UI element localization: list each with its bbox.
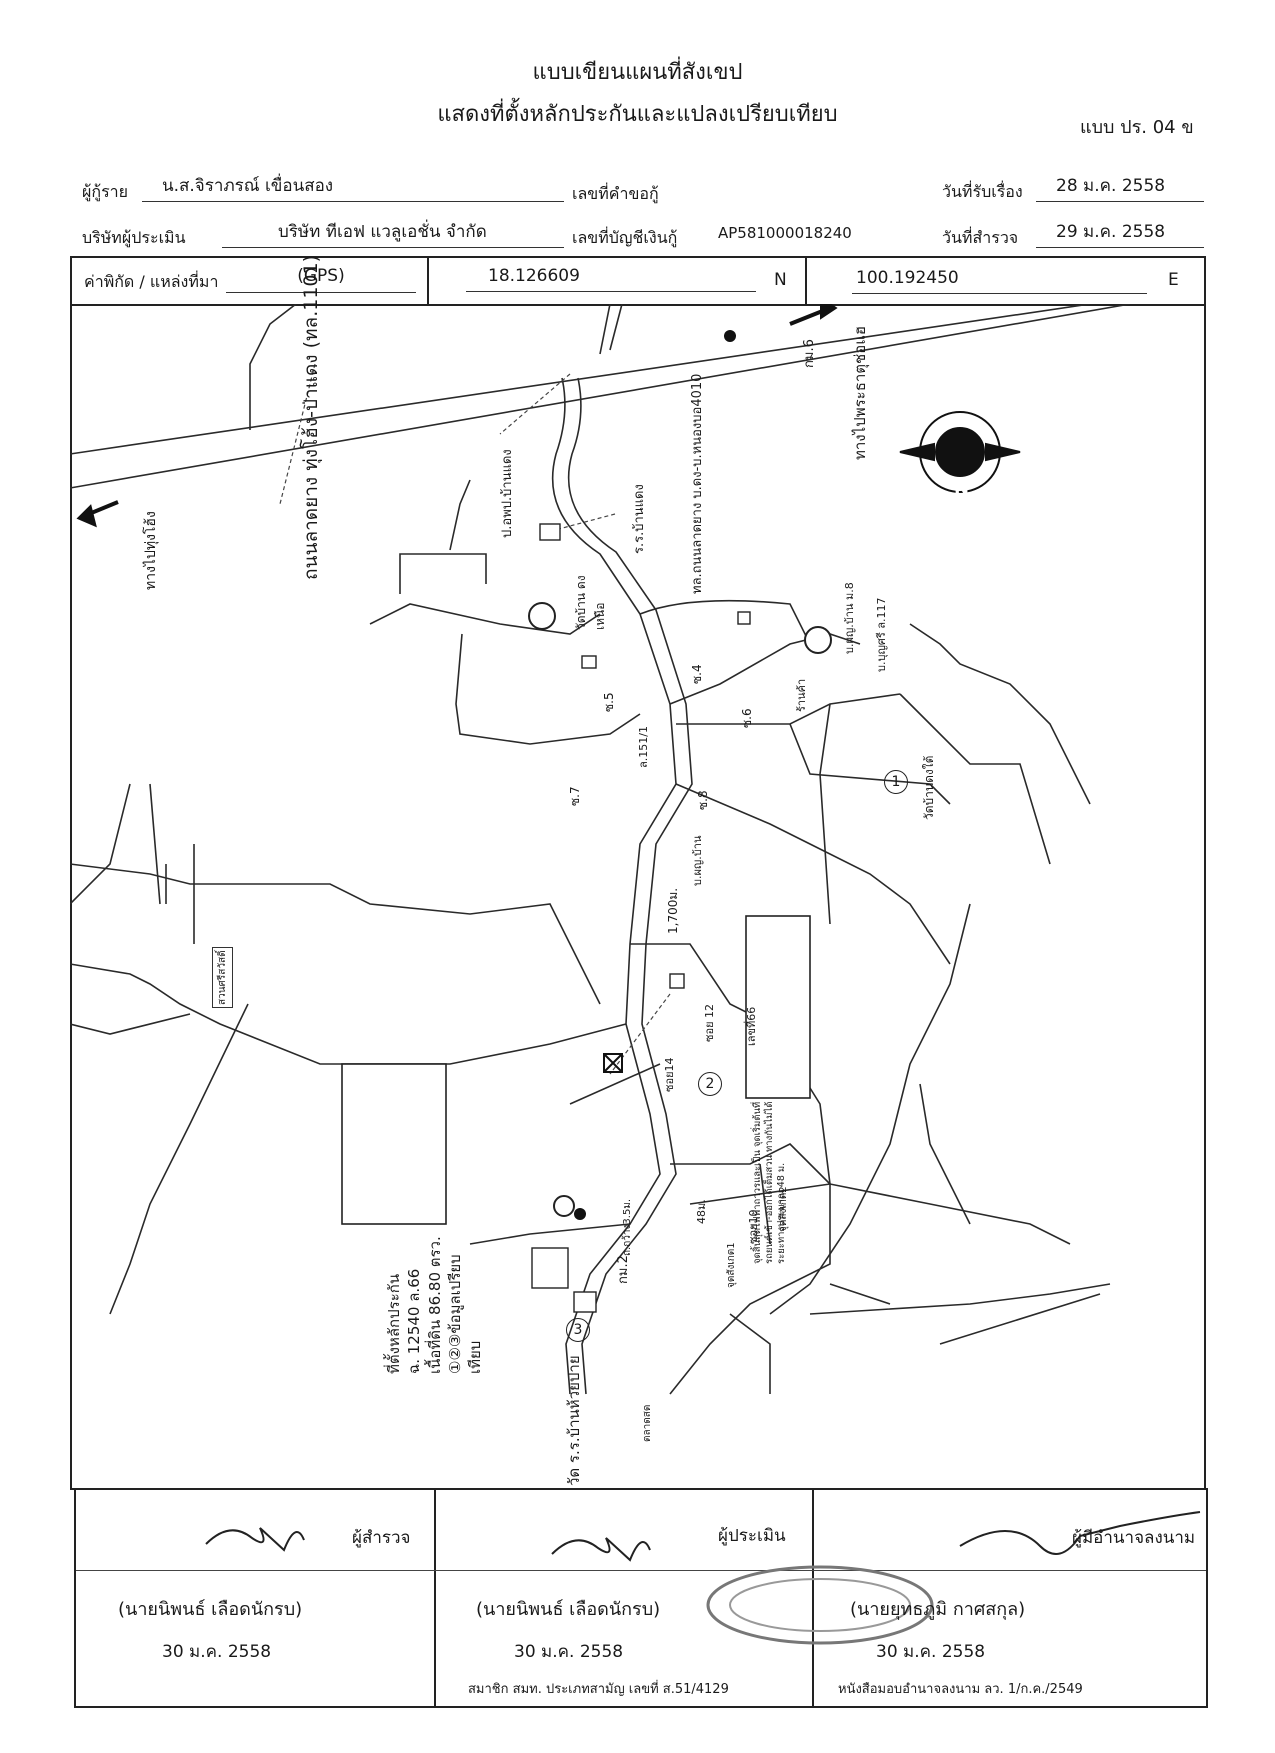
appraiser-membership: สมาชิก สมท. ประเภทสามัญ เลขที่ ส.51/4129 [468, 1682, 729, 1697]
temple-south-label: วัดบ้านดงใต้ [922, 755, 936, 820]
house-151-label: ล.151/1 [637, 726, 650, 768]
soi8-label: ซ.8 [696, 790, 710, 810]
appraiser-role: ผู้ประเมิน [718, 1526, 786, 1546]
survey-date-label: วันที่สำรวจ [942, 228, 1019, 247]
market-label: ตลาดสด [642, 1404, 653, 1442]
legend-comparison: ①②③ข้อมูลเปรียบเทียบ [445, 1254, 484, 1374]
borrower-value: น.ส.จิราภรณ์ เขื่อนสอง [142, 172, 564, 202]
km6-label: กม.6 [802, 339, 817, 368]
reference-point-1-label: จุดสังเกต1 [726, 1242, 737, 1288]
legend-box: ที่ตั้งหลักประกัน ฉ. 12540 ล.66 เนื้อที่… [384, 1226, 485, 1374]
to-north-label: ทางไปพระธาตุช่อแฮ [851, 325, 869, 460]
longitude-value: 100.192450 [852, 268, 1147, 294]
surveyor-name: (นายนิพนธ์ เลือดนักรบ) [118, 1599, 303, 1620]
signature-surveyor [205, 1527, 305, 1552]
signature-block [74, 1488, 1208, 1708]
coordinate-label: ค่าพิกัด / แหล่งที่มา [84, 272, 219, 291]
headman-label: บ.ผญ.บ้าน [691, 835, 704, 886]
surveyor-role: ผู้สำรวจ [352, 1528, 411, 1548]
appraiser-company-label: บริษัทผู้ประเมิน [82, 228, 186, 247]
location-map [70, 304, 1206, 1490]
soi7-label: ซ.7 [568, 786, 582, 806]
latitude-direction: N [774, 270, 787, 290]
comparison-1-marker: 1 [884, 770, 908, 794]
legend-title: ที่ตั้งหลักประกัน [385, 1273, 403, 1374]
authorized-date: 30 ม.ค. 2558 [876, 1642, 986, 1662]
shop-label: ร้านค้า [795, 678, 808, 712]
latitude-value: 18.126609 [466, 266, 756, 292]
soi14-label: ซอย14 [663, 1057, 676, 1092]
km2-label: กม.2 [616, 1255, 631, 1284]
soi6-label: ซ.6 [740, 708, 754, 728]
note-box-text: จุดสิ้นสุดไฟฟ้าถาวรและเป็น จุดเริ่มต้นที… [752, 1101, 787, 1265]
rural-road-label: ทล.ถนนลาดยาง บ.ดง-บ.หนองบอ4010 [690, 373, 705, 594]
headman-8-label: บ.ผญ.บ้าน ม.8 [843, 582, 856, 654]
legend-area: เนื้อที่ดิน 86.80 ตรว. [425, 1236, 444, 1374]
house-117-label: บ.บุญศรี ล.117 [875, 597, 888, 672]
authorization-letter: หนังสือมอบอำนาจลงนาม ลว. 1/ก.ค./2549 [838, 1682, 1083, 1697]
received-date-value: 28 ม.ค. 2558 [1036, 172, 1204, 202]
authorized-role: ผู้มีอำนาจลงนาม [1072, 1528, 1196, 1548]
loan-account-value: AP581000018240 [718, 224, 852, 242]
company-stamp [706, 1565, 934, 1645]
highway-label: ถนนลาดยาง ทุ่งโฮ้ง-ป่าแดง (ทล.1101) [300, 254, 322, 580]
compass-n-label: N [954, 478, 970, 499]
house-66-label: เลขที่66 [745, 1006, 758, 1046]
signature-authorized [959, 1511, 1201, 1555]
width-label: 48ม. [695, 1199, 708, 1224]
school-dong-label: ร.ร.บ้านแดง [632, 484, 647, 554]
document-title: แบบเขียนแผนที่สังเขป [532, 60, 743, 85]
to-south-label: ทางไปทุ่งโฮ้ง [143, 511, 159, 590]
appraiser-name: (นายนิพนธ์ เลือดนักรบ) [476, 1599, 661, 1620]
appraiser-date: 30 ม.ค. 2558 [514, 1642, 624, 1662]
form-code: แบบ ปร. 04 ข [1080, 117, 1194, 138]
appraiser-company-value: บริษัท ทีเอฟ แวลูเอชั่น จำกัด [222, 218, 564, 248]
loan-account-label: เลขที่บัญชีเงินกู้ [572, 228, 678, 247]
surveyor-date: 30 ม.ค. 2558 [162, 1642, 272, 1662]
request-no-label: เลขที่คำขอกู้ [572, 184, 659, 203]
school-south-label: วัด ร.ร.บ้านห้วยปาย [565, 1355, 583, 1486]
survey-date-value: 29 ม.ค. 2558 [1036, 218, 1204, 248]
legend-deed: ฉ. 12540 ล.66 [405, 1268, 424, 1374]
soi12-label: ซอย 12 [703, 1003, 716, 1042]
borrower-label: ผู้กู้ราย [82, 182, 129, 201]
post-office-label: ป.อพป.บ้านแดง [500, 449, 515, 538]
comparison-2-marker: 2 [698, 1072, 722, 1096]
soi4-label: ซ.4 [690, 664, 704, 684]
document-subtitle: แสดงที่ตั้งหลักประกันและแปลงเปรียบเทียบ [437, 102, 838, 127]
temple-north-label: วัดบ้าน ดงเหนือ [574, 575, 607, 630]
longitude-direction: E [1168, 270, 1179, 290]
distance-label: 1,700ม. [666, 887, 680, 934]
received-date-label: วันที่รับเรื่อง [942, 182, 1023, 201]
garden-label: สวนศรีสวัสดิ์ [212, 947, 233, 1008]
soi5-label: ซ.5 [602, 692, 616, 712]
road-width-label: ถ.กว้าง3.5ม. [622, 1198, 633, 1256]
authorized-name: (นายยุทธภูมิ กาศสกุล) [850, 1599, 1026, 1620]
coordinate-source: (GPS) [226, 266, 416, 293]
signature-appraiser [551, 1537, 651, 1562]
comparison-3-marker: 3 [566, 1318, 590, 1342]
